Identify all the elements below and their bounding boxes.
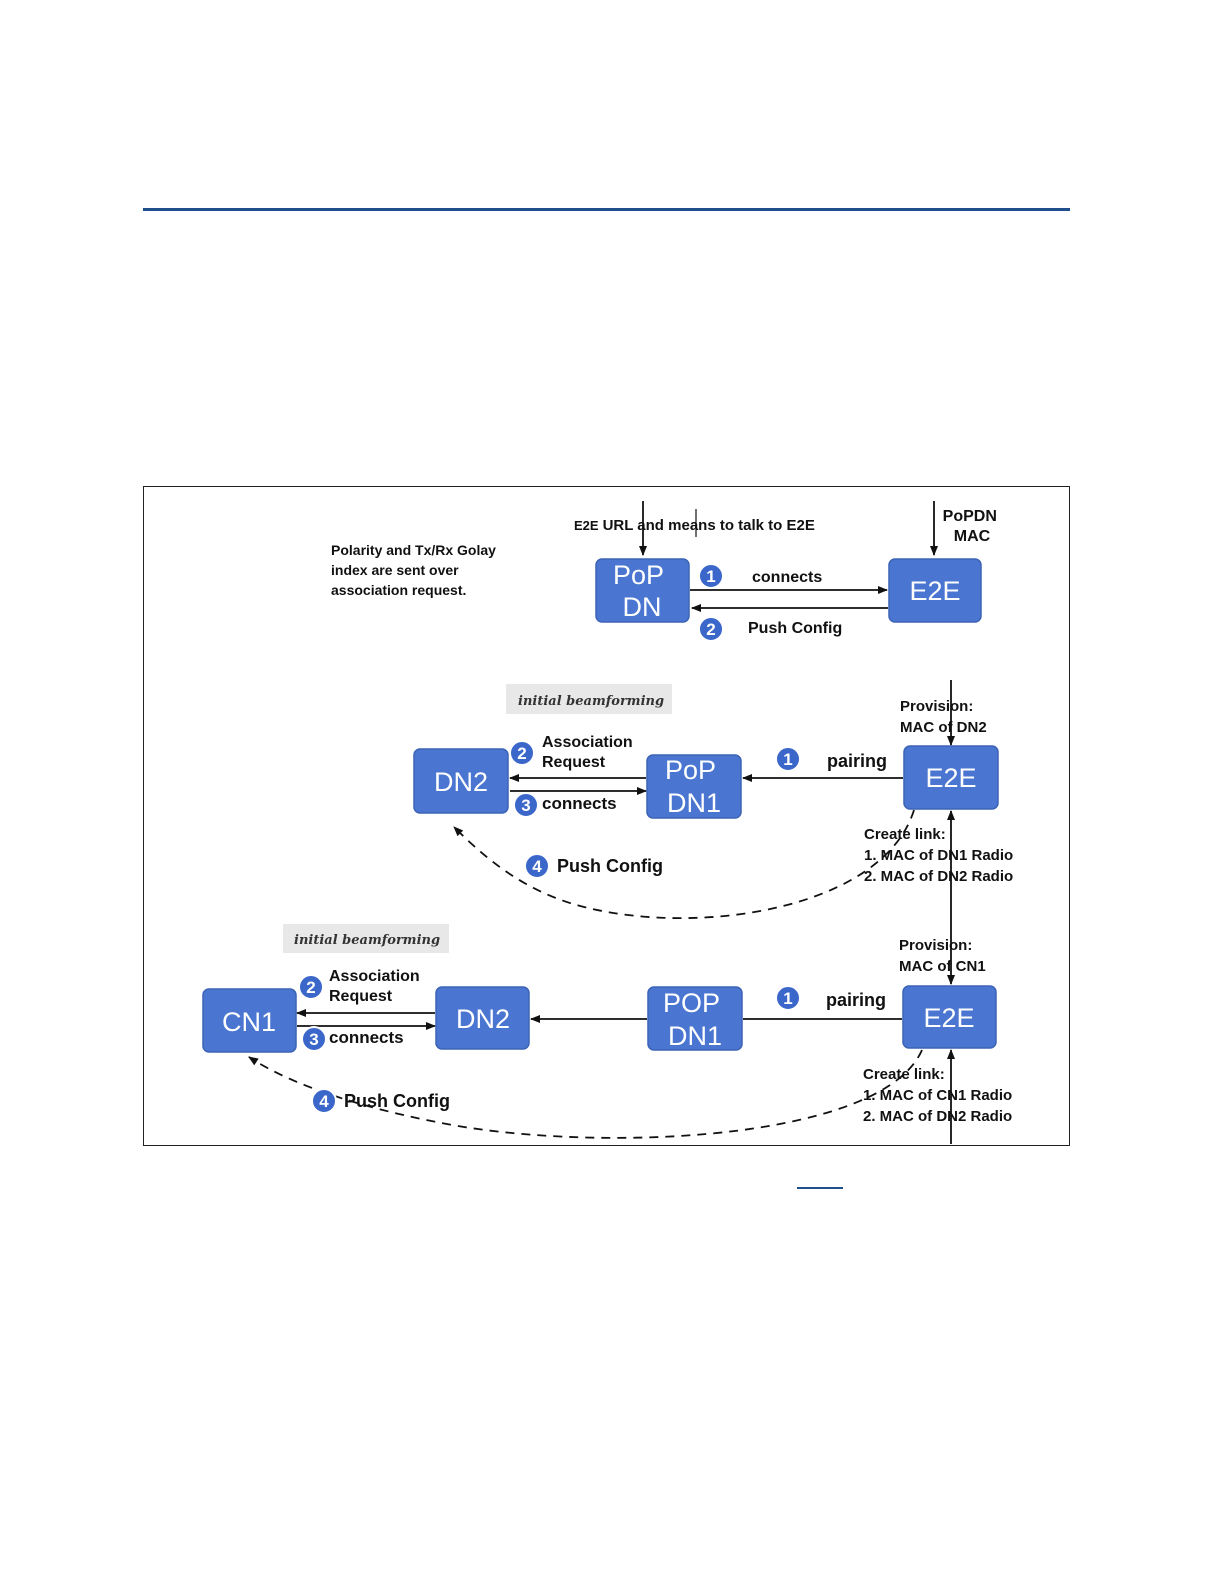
- e2e-node-middle: [903, 745, 999, 810]
- beamforming-note: initial beamforming: [518, 694, 664, 709]
- connects-label-bottom: connects: [329, 1028, 404, 1047]
- dn2-node-label: DN2: [434, 767, 488, 797]
- popdn-mac-label: PoPDN MAC: [943, 508, 1002, 545]
- header-rule: [143, 208, 1070, 211]
- dn2-node-bottom-label: DN2: [456, 1004, 510, 1034]
- step-2-number-middle: 2: [517, 744, 526, 763]
- cn1-node-label: CN1: [222, 1007, 276, 1037]
- step-1-number-bottom: 1: [783, 989, 792, 1008]
- step-4-number-middle: 4: [532, 857, 542, 876]
- cn1-node: [202, 988, 297, 1053]
- step-3-badge-middle: [513, 792, 539, 818]
- pop-dn-node: [595, 558, 690, 623]
- step-3-badge-bottom: [301, 1026, 327, 1052]
- section-middle: initial beamforming Provision: MAC of DN…: [413, 680, 1017, 920]
- dn2-node: [413, 748, 509, 814]
- pop-dn1-node: [646, 754, 742, 819]
- pairing-label-bottom: pairing: [826, 990, 886, 1010]
- step-1-badge-middle: [775, 746, 801, 772]
- provision-label-bottom: Provision: MAC of CN1: [899, 937, 986, 975]
- step-4-number-bottom: 4: [319, 1092, 329, 1111]
- e2e-node-bottom-label: E2E: [923, 1003, 974, 1033]
- association-note: Polarity and Tx/Rx Golay index are sent …: [331, 542, 500, 598]
- step-1-number: 1: [706, 567, 715, 586]
- step-3-number-middle: 3: [521, 796, 530, 815]
- section-bottom: initial beamforming Provision: MAC of CN…: [202, 919, 1016, 1144]
- step-1-badge: [698, 563, 724, 589]
- network-diagram: Polarity and Tx/Rx Golay index are sent …: [202, 501, 1017, 1144]
- step-2-badge: [698, 616, 724, 642]
- pop-dn1-node-bottom: [647, 986, 743, 1051]
- association-request-label: Association Request: [542, 734, 637, 771]
- push-config-dashed-arrow: [453, 809, 915, 920]
- pairing-label: pairing: [827, 751, 887, 771]
- reference-link-underline[interactable]: [797, 1187, 843, 1189]
- step-1-number-middle: 1: [783, 750, 792, 769]
- step-4-badge-bottom: [311, 1088, 337, 1114]
- pop-dn1-node-bottom-label: POP DN1: [663, 988, 727, 1051]
- dn2-node-bottom: [435, 986, 530, 1050]
- connects-label: connects: [752, 569, 822, 586]
- beamforming-note-bottom: initial beamforming: [294, 933, 440, 948]
- step-2-number: 2: [706, 620, 715, 639]
- push-config-label-bottom: Push Config: [344, 1091, 450, 1111]
- create-link-label-bottom: Create link: 1. MAC of CN1 Radio 2. MAC …: [863, 1066, 1016, 1125]
- step-1-badge-bottom: [775, 985, 801, 1011]
- push-config-label: Push Config: [748, 620, 842, 637]
- step-2-number-bottom: 2: [306, 978, 315, 997]
- provision-label: Provision: MAC of DN2: [900, 698, 987, 736]
- pop-dn-node-label: PoP DN: [613, 560, 671, 622]
- beamforming-note-bg: [506, 684, 672, 714]
- push-config-label-middle: Push Config: [557, 856, 663, 876]
- create-link-label: Create link: 1. MAC of DN1 Radio 2. MAC …: [864, 826, 1017, 885]
- step-4-badge-middle: [524, 853, 550, 879]
- e2e-node-bottom: [902, 985, 997, 1049]
- pop-dn1-node-label: PoP DN1: [665, 755, 723, 818]
- step-2-badge-bottom: [298, 974, 324, 1000]
- e2e-node: [888, 558, 982, 623]
- section-top: Polarity and Tx/Rx Golay index are sent …: [331, 501, 1002, 642]
- step-3-number-bottom: 3: [309, 1030, 318, 1049]
- e2e-node-label: E2E: [909, 576, 960, 606]
- diagram-frame: Polarity and Tx/Rx Golay index are sent …: [143, 486, 1070, 1146]
- association-request-label-bottom: Association Request: [329, 968, 424, 1005]
- connects-label-middle: connects: [542, 794, 617, 813]
- e2e-node-middle-label: E2E: [925, 763, 976, 793]
- step-2-badge-middle: [509, 740, 535, 766]
- beamforming-note-bg-bottom: [283, 924, 449, 953]
